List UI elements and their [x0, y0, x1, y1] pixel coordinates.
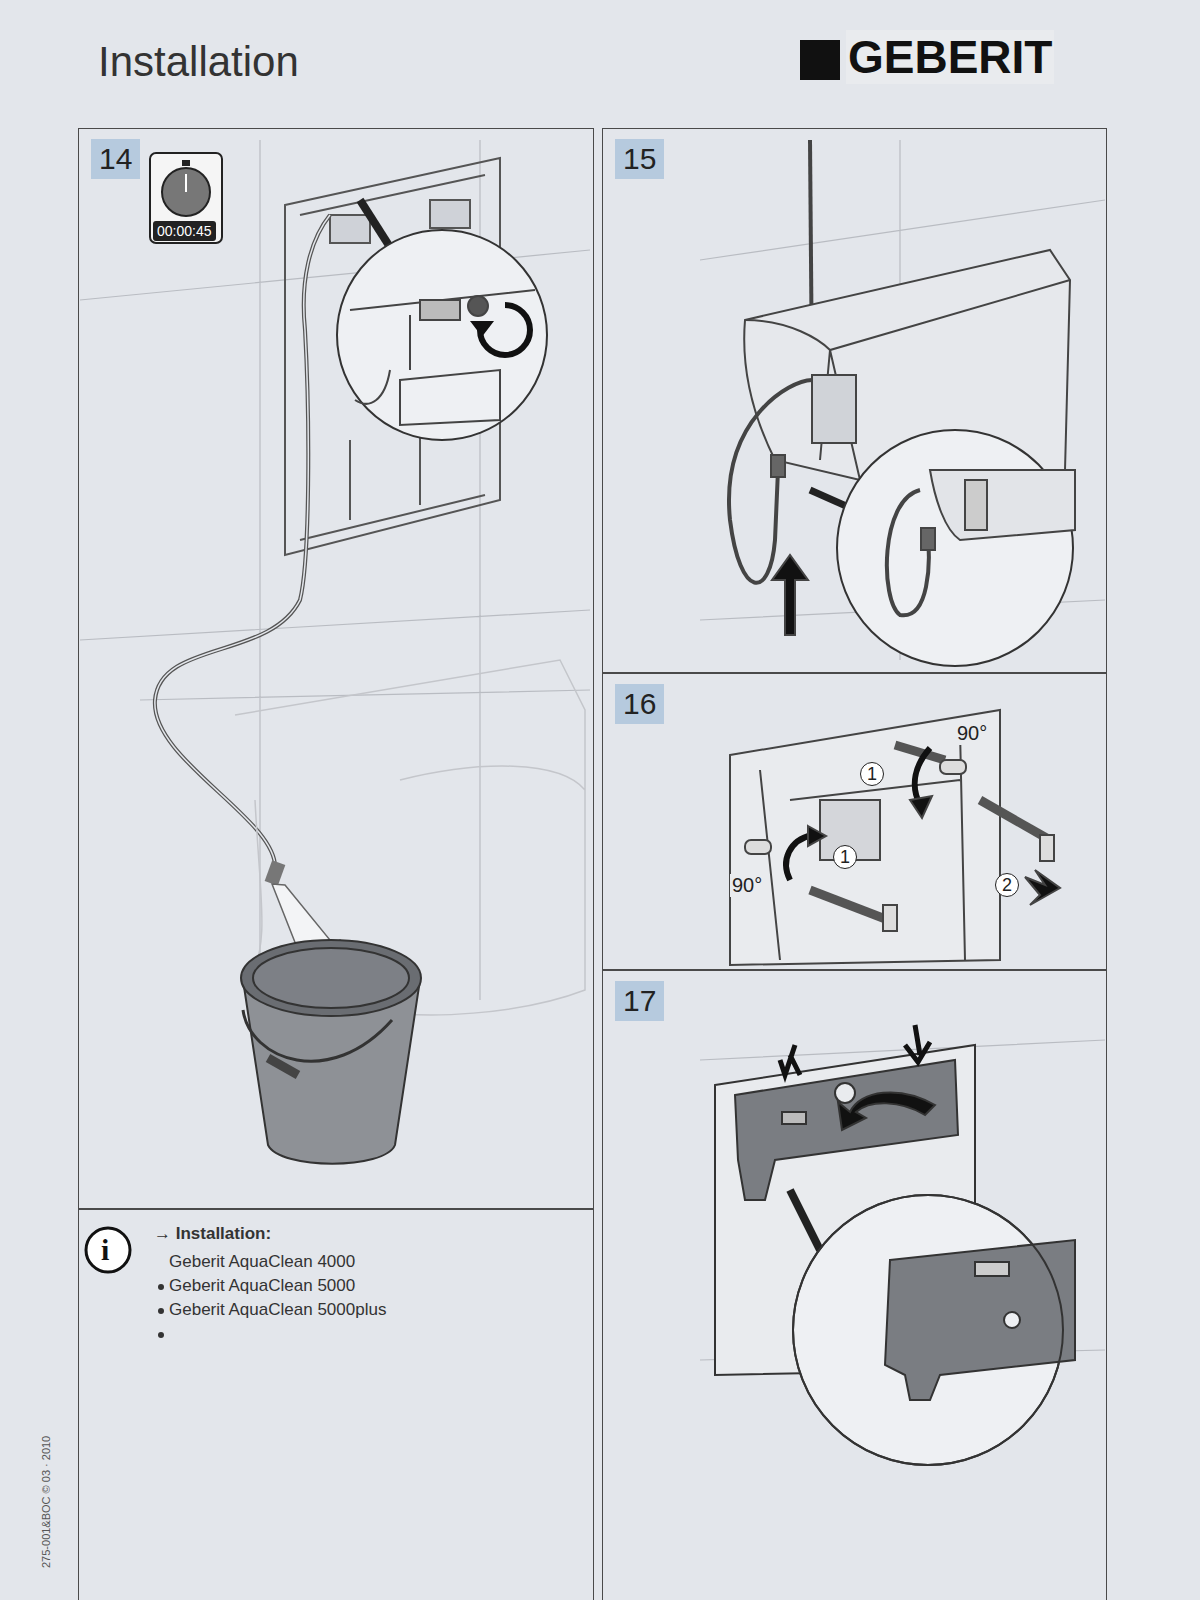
step-number: 16 — [615, 684, 664, 724]
step-panel: 16 — [602, 673, 1107, 970]
step-number: 14 — [91, 139, 140, 179]
stopwatch-icon — [150, 153, 222, 243]
step-panel: 14 — [78, 128, 594, 1209]
step-number: 15 — [615, 139, 664, 179]
brand-logo: GEBERIT — [846, 30, 1054, 84]
duration: 00:00:45 — [153, 221, 216, 241]
angle-label: 90° — [730, 874, 764, 897]
product-name: Geberit AquaClean 4000 — [169, 1252, 355, 1272]
mounting-plate — [715, 1025, 1075, 1465]
product-name: Geberit AquaClean 5000plus — [169, 1300, 386, 1320]
callout-number: 2 — [995, 873, 1019, 897]
step-panel: 17 — [602, 970, 1107, 1600]
hose — [155, 215, 330, 870]
step-panel: 15 — [602, 128, 1107, 673]
callout-number: 1 — [833, 845, 857, 869]
bullet — [158, 1308, 164, 1314]
step-number: 17 — [615, 981, 664, 1021]
detail-circle — [337, 230, 547, 440]
bullet — [158, 1332, 164, 1338]
info-letter: i — [101, 1233, 109, 1267]
info-heading: → Installation: — [154, 1224, 271, 1244]
angle-label: 90° — [955, 722, 989, 745]
document-code: 275-001&BOC © 03 · 2010 — [40, 1434, 52, 1570]
bucket — [241, 940, 421, 1164]
frame-levers — [730, 710, 1060, 965]
info-icon — [86, 1228, 130, 1272]
logo-square — [800, 40, 840, 80]
bullet — [158, 1284, 164, 1290]
info-panel: → Installation: Geberit AquaClean 4000Geb… — [78, 1209, 594, 1600]
aquaclean-unit — [729, 140, 1075, 666]
page-title: Installation — [98, 38, 299, 86]
product-name: Geberit AquaClean 5000 — [169, 1276, 355, 1296]
callout-number: 1 — [860, 762, 884, 786]
